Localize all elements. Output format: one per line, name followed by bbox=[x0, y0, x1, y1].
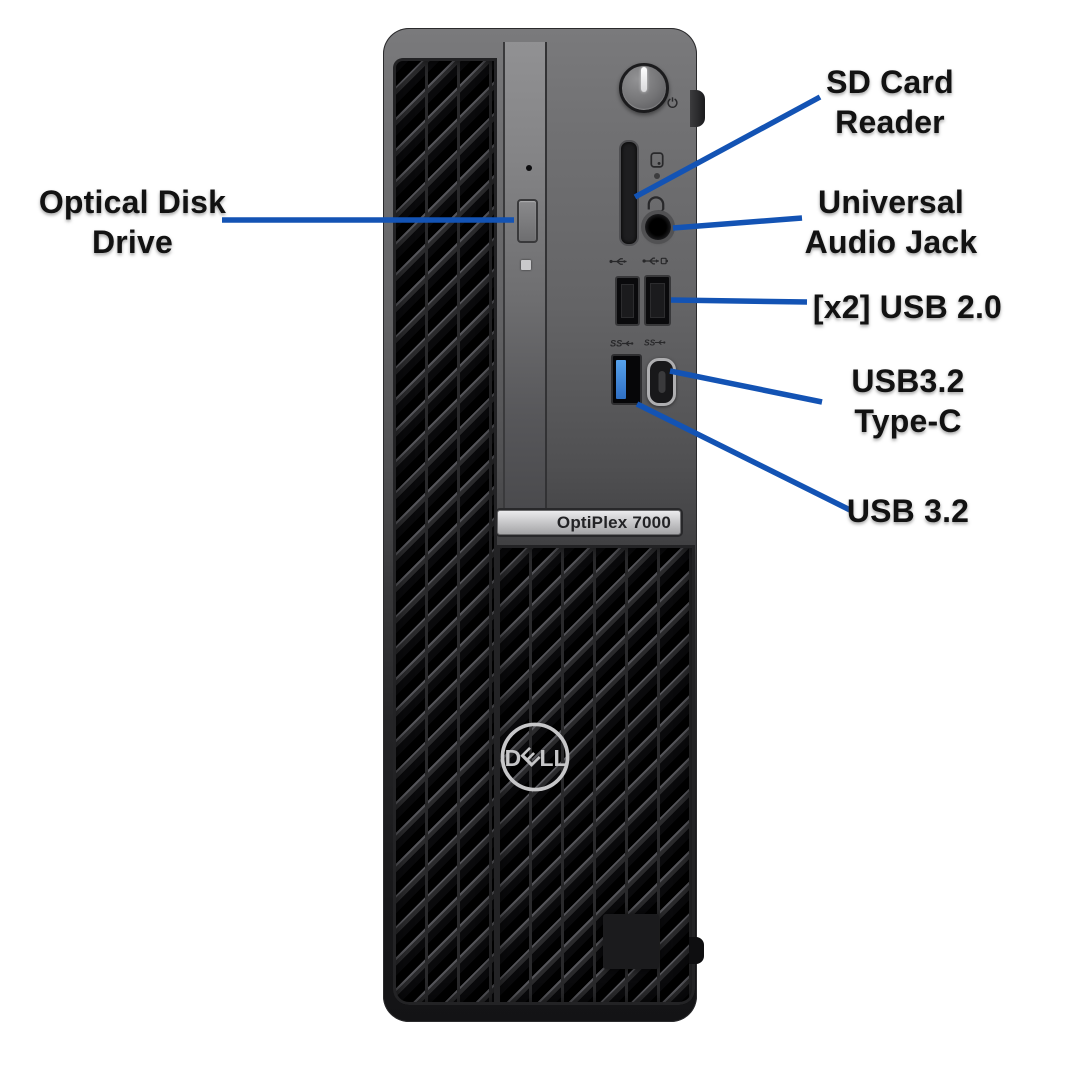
side-latch-bottom bbox=[689, 937, 704, 964]
label-optical-disk-drive: Optical Disk Drive bbox=[15, 182, 250, 262]
label-usb-3.2: USB 3.2 bbox=[815, 492, 1001, 530]
usb-2.0-icon bbox=[609, 258, 627, 265]
optical-drive-pinhole bbox=[526, 165, 532, 171]
front-vent-grille-lower bbox=[497, 545, 695, 1005]
label-line: Optical Disk bbox=[38, 184, 227, 220]
dell-logo-letter: L bbox=[554, 745, 568, 771]
sd-card-slot bbox=[619, 140, 639, 246]
label-line: Universal bbox=[818, 184, 964, 220]
universal-audio-jack-port bbox=[645, 214, 671, 240]
side-latch-top bbox=[690, 90, 705, 127]
ss-glyph-text: SS bbox=[610, 339, 623, 349]
front-vent-grille-left bbox=[393, 58, 497, 1005]
usb-3.2-type-a-port bbox=[611, 354, 642, 405]
dell-logo-letter: D bbox=[505, 745, 522, 771]
label-line: USB 3.2 bbox=[846, 493, 970, 529]
label-line: Reader bbox=[835, 104, 945, 140]
label-usb-3.2-type-c: USB3.2 Type-C bbox=[815, 361, 1001, 441]
usb-3.2-blue-tongue bbox=[616, 360, 626, 399]
label-line: USB3.2 bbox=[851, 363, 965, 399]
optical-drive-indicator bbox=[521, 260, 531, 270]
front-panel-plate bbox=[603, 914, 659, 969]
usb-3.2-superspeed-icon: SS bbox=[610, 339, 634, 349]
dell-logo: D E L L bbox=[500, 722, 570, 792]
power-button bbox=[619, 63, 669, 113]
label-line: SD Card bbox=[826, 64, 954, 100]
usb-3.2-type-c-port bbox=[647, 358, 676, 406]
hdd-activity-icon bbox=[650, 152, 664, 168]
label-usb-2.0: [x2] USB 2.0 bbox=[805, 289, 1010, 325]
model-badge: OptiPlex 7000 bbox=[497, 510, 681, 535]
dell-optiplex-sff-tower: SS SS OptiPlex 7000 D E L L bbox=[383, 28, 697, 1022]
hdd-activity-led bbox=[654, 173, 660, 179]
optical-drive-bay bbox=[503, 42, 547, 510]
dell-logo-letter: L bbox=[539, 745, 553, 771]
label-line: [x2] USB 2.0 bbox=[812, 289, 1003, 325]
power-icon bbox=[667, 97, 678, 108]
power-button-indicator bbox=[641, 67, 647, 92]
usb-3.2-superspeed-icon: SS bbox=[644, 337, 666, 347]
label-line: Type-C bbox=[854, 403, 962, 439]
label-sd-card-reader: SD Card Reader bbox=[795, 62, 985, 142]
usb-2.0-powershare-icon bbox=[642, 257, 668, 265]
usb-2.0-port-2 bbox=[644, 275, 671, 326]
label-line: Drive bbox=[91, 224, 174, 260]
headset-icon bbox=[647, 196, 665, 213]
label-universal-audio-jack: Universal Audio Jack bbox=[780, 182, 1002, 262]
label-line: Audio Jack bbox=[804, 224, 978, 260]
optical-drive-eject-button bbox=[517, 199, 538, 243]
usb-2.0-port-1 bbox=[615, 276, 640, 326]
ss-glyph-text: SS bbox=[644, 337, 656, 347]
